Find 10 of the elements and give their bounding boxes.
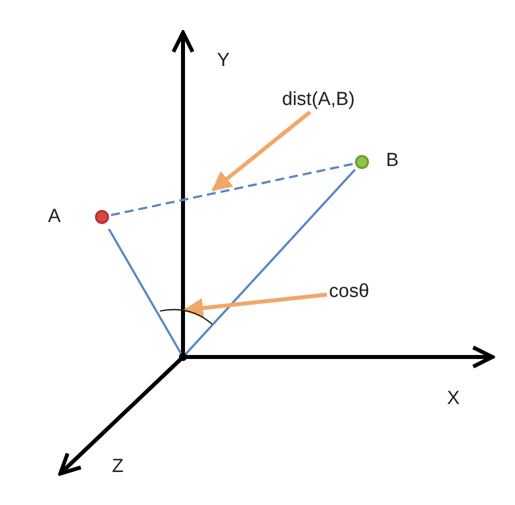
annotation-text: dist(A,B) (282, 89, 355, 111)
annotation-text: cosθ (329, 281, 370, 303)
axis-label: Y (217, 50, 230, 72)
distance-line (110, 162, 356, 216)
point-label: A (48, 206, 61, 228)
axis-label: X (447, 388, 460, 410)
leader-arrow (211, 110, 312, 192)
vector-line (183, 292, 328, 318)
axis-label: Z (112, 456, 124, 478)
point-label: B (386, 150, 399, 172)
